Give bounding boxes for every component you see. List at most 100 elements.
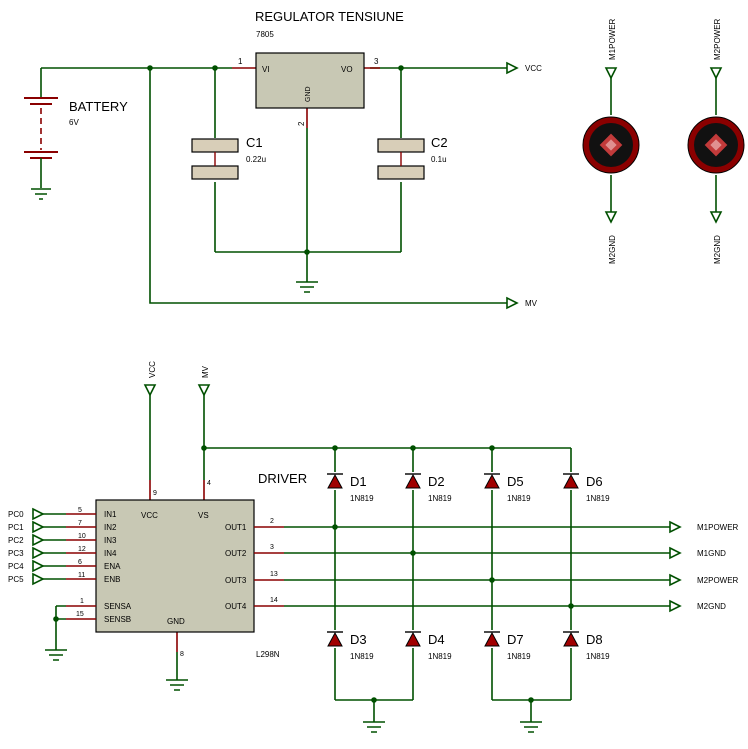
input-port-label: PC0: [8, 510, 24, 519]
regulator-pin-vo: VO: [341, 65, 353, 74]
c2-name: C2: [431, 135, 448, 150]
diode-icon: [405, 473, 421, 489]
diode-name: D4: [428, 632, 445, 647]
battery-value: 6V: [69, 118, 79, 127]
diode-icon: [327, 473, 343, 489]
motor1-power-label: M1POWER: [608, 18, 617, 60]
junction: [304, 249, 310, 255]
output-pin-number: 14: [270, 597, 278, 604]
battery: BATTERY 6V: [24, 68, 128, 200]
regulator-pin-gnd: GND: [305, 86, 312, 102]
input-pin-name: ENA: [104, 562, 121, 571]
diode-icon: [563, 631, 579, 647]
input-pin-name: ENB: [104, 575, 120, 584]
l298n-driver: 9 4 VCC VS GND 8 L298N: [95, 480, 280, 659]
capacitor-c2: C2 0.1u: [377, 68, 448, 252]
c2-value: 0.1u: [431, 155, 447, 164]
wire-ground-bus: [215, 128, 401, 282]
input-pin-number: 12: [78, 546, 86, 553]
input-pin-name: IN3: [104, 536, 117, 545]
motor1-gnd-label: M2GND: [608, 235, 617, 264]
output-pin-name: OUT2: [225, 549, 247, 558]
driver-label: DRIVER: [258, 471, 307, 486]
regulator-pin1: 1: [238, 57, 243, 66]
c1-value: 0.22u: [246, 155, 266, 164]
driver-pin9: 9: [153, 490, 157, 497]
input-port-label: PC5: [8, 575, 24, 584]
input-pin-number: 6: [78, 559, 82, 566]
diode-name: D7: [507, 632, 524, 647]
diode-part: 1N819: [586, 494, 610, 503]
junction: [201, 445, 207, 451]
diode-icon: [563, 473, 579, 489]
input-pin-number: 11: [78, 572, 85, 579]
driver-sense: 1 15 SENSA SENSB: [45, 598, 132, 661]
wire-mv: [149, 68, 507, 304]
driver-pin-gnd: GND: [167, 617, 185, 626]
driver-part: L298N: [256, 650, 280, 659]
diode-name: D1: [350, 474, 367, 489]
driver-vcc-label: VCC: [148, 361, 157, 378]
diode-icon: [484, 473, 500, 489]
diode-name: D6: [586, 474, 603, 489]
input-pin-number: 5: [78, 507, 82, 514]
input-terminal-icon: [32, 559, 45, 573]
output-terminal-icon: [669, 546, 682, 560]
diode-name: D5: [507, 474, 524, 489]
input-terminal-icon: [32, 520, 45, 534]
output-net-label: M2POWER: [697, 576, 739, 585]
output-terminal-icon: [669, 520, 682, 534]
input-pin-name: IN1: [104, 510, 117, 519]
input-terminal-icon: [32, 546, 45, 560]
input-port-label: PC1: [8, 523, 24, 532]
diode-part: 1N819: [507, 494, 531, 503]
diode-icon: [327, 631, 343, 647]
mv-terminal: [506, 296, 519, 310]
regulator-pin-vi: VI: [262, 65, 270, 74]
driver-pin8: 8: [180, 651, 184, 658]
c1-name: C1: [246, 135, 263, 150]
output-terminal-icon: [669, 573, 682, 587]
sense-b-label: SENSB: [104, 615, 131, 624]
motor2-power-label: M2POWER: [713, 18, 722, 60]
wire-driver-mv: [203, 395, 571, 480]
output-pin-number: 3: [270, 544, 274, 551]
output-net-label: M2GND: [697, 602, 726, 611]
diode-part: 1N819: [350, 652, 374, 661]
diode-icon: [405, 631, 421, 647]
diode-name: D3: [350, 632, 367, 647]
output-net-label: M1POWER: [697, 523, 739, 532]
vcc-terminal: [506, 61, 519, 75]
diode-ground-left: [335, 699, 413, 733]
output-pin-number: 13: [270, 571, 278, 578]
sense-a-label: SENSA: [104, 602, 132, 611]
input-pin-name: IN4: [104, 549, 117, 558]
diode-part: 1N819: [586, 652, 610, 661]
voltage-regulator: VI VO GND 1 3 2: [232, 52, 380, 128]
driver-mv-label: MV: [201, 365, 210, 378]
ground-symbol: [296, 281, 318, 293]
driver-mv-terminal: [197, 384, 211, 397]
diode-part: 1N819: [507, 652, 531, 661]
driver-pin-vs: VS: [198, 511, 209, 520]
motor-m2: M2POWER M2GND: [687, 18, 745, 264]
battery-name: BATTERY: [69, 99, 128, 114]
schematic-title: REGULATOR TENSIUNE: [255, 9, 404, 24]
junction: [528, 697, 534, 703]
diode-part: 1N819: [428, 494, 452, 503]
input-terminal-icon: [32, 572, 45, 586]
input-terminal-icon: [32, 507, 45, 521]
input-port-label: PC4: [8, 562, 24, 571]
output-pin-name: OUT3: [225, 576, 247, 585]
motor2-gnd-label: M2GND: [713, 235, 722, 264]
driver-pin4: 4: [207, 480, 211, 487]
driver-outputs: M1POWER2OUT1M1GND3OUT2M2POWER13OUT3M2GND…: [225, 518, 739, 613]
input-pin-number: 7: [78, 520, 82, 527]
diode-icon: [484, 631, 500, 647]
capacitor-c1: C1 0.22u: [191, 68, 266, 252]
input-pin-number: 10: [78, 533, 86, 540]
diode-ground-right: [492, 699, 571, 733]
output-pin-name: OUT1: [225, 523, 247, 532]
